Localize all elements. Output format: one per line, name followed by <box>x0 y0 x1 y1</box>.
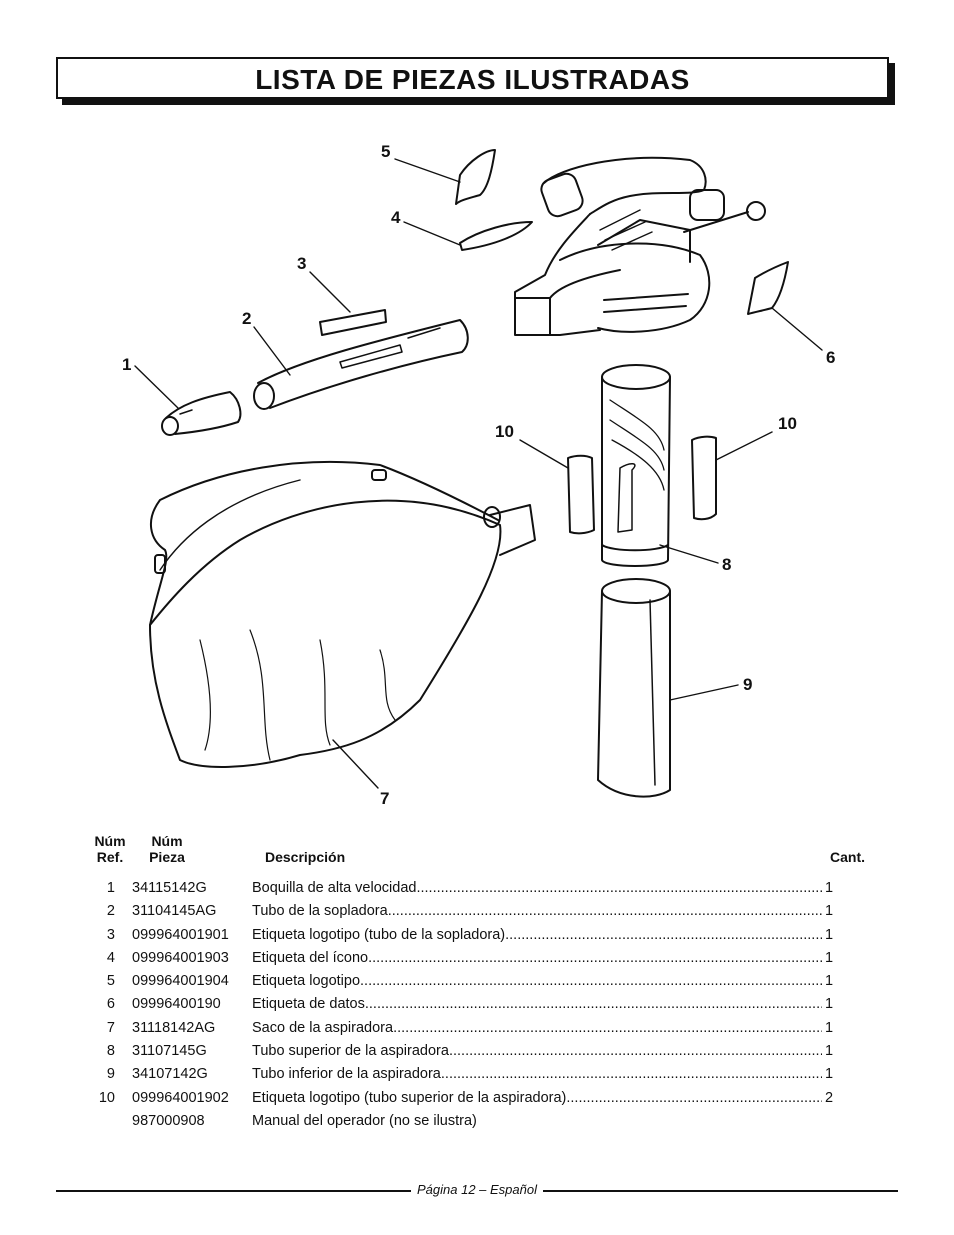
page-title: LISTA DE PIEZAS ILUSTRADAS <box>255 64 690 95</box>
blower-tube-illustration <box>253 319 469 410</box>
nozzle-illustration <box>161 391 242 436</box>
callout-numbers: 1 2 3 4 5 6 7 8 9 10 10 <box>122 142 835 808</box>
callout-8: 8 <box>722 555 731 574</box>
header-part-number: Núm Pieza <box>149 833 185 865</box>
upper-vacuum-tube-illustration <box>601 364 671 567</box>
logo-label-illustration <box>455 149 496 205</box>
header-quantity: Cant. <box>830 849 865 865</box>
vacuum-tube-label-right-illustration <box>691 435 717 521</box>
header-description: Descripción <box>265 849 346 865</box>
parts-diagram: 1 2 3 4 5 6 7 8 9 10 10 <box>122 142 835 808</box>
callout-4: 4 <box>391 208 401 227</box>
blower-body-illustration <box>514 156 766 336</box>
callout-leader-lines <box>134 158 823 789</box>
callout-2: 2 <box>242 309 251 328</box>
lower-vacuum-tube-illustration <box>597 578 671 798</box>
callout-6: 6 <box>826 348 835 367</box>
callout-9: 9 <box>743 675 752 694</box>
vacuum-bag-illustration <box>149 460 536 768</box>
icon-label-illustration <box>459 221 533 251</box>
blower-tube-label-illustration <box>319 309 387 336</box>
callout-5: 5 <box>381 142 390 161</box>
title-banner: LISTA DE PIEZAS ILUSTRADAS <box>56 57 889 99</box>
callout-7: 7 <box>380 789 389 808</box>
header-ref: Núm Ref. <box>94 833 126 865</box>
callout-10-right: 10 <box>778 414 797 433</box>
callout-1: 1 <box>122 355 131 374</box>
vacuum-tube-label-left-illustration <box>567 454 595 535</box>
callout-10-left: 10 <box>495 422 514 441</box>
page-footer: Página 12 – Español <box>0 1182 954 1197</box>
data-label-illustration <box>747 261 789 315</box>
callout-3: 3 <box>297 254 306 273</box>
footer-label: Página 12 – Español <box>411 1182 543 1197</box>
